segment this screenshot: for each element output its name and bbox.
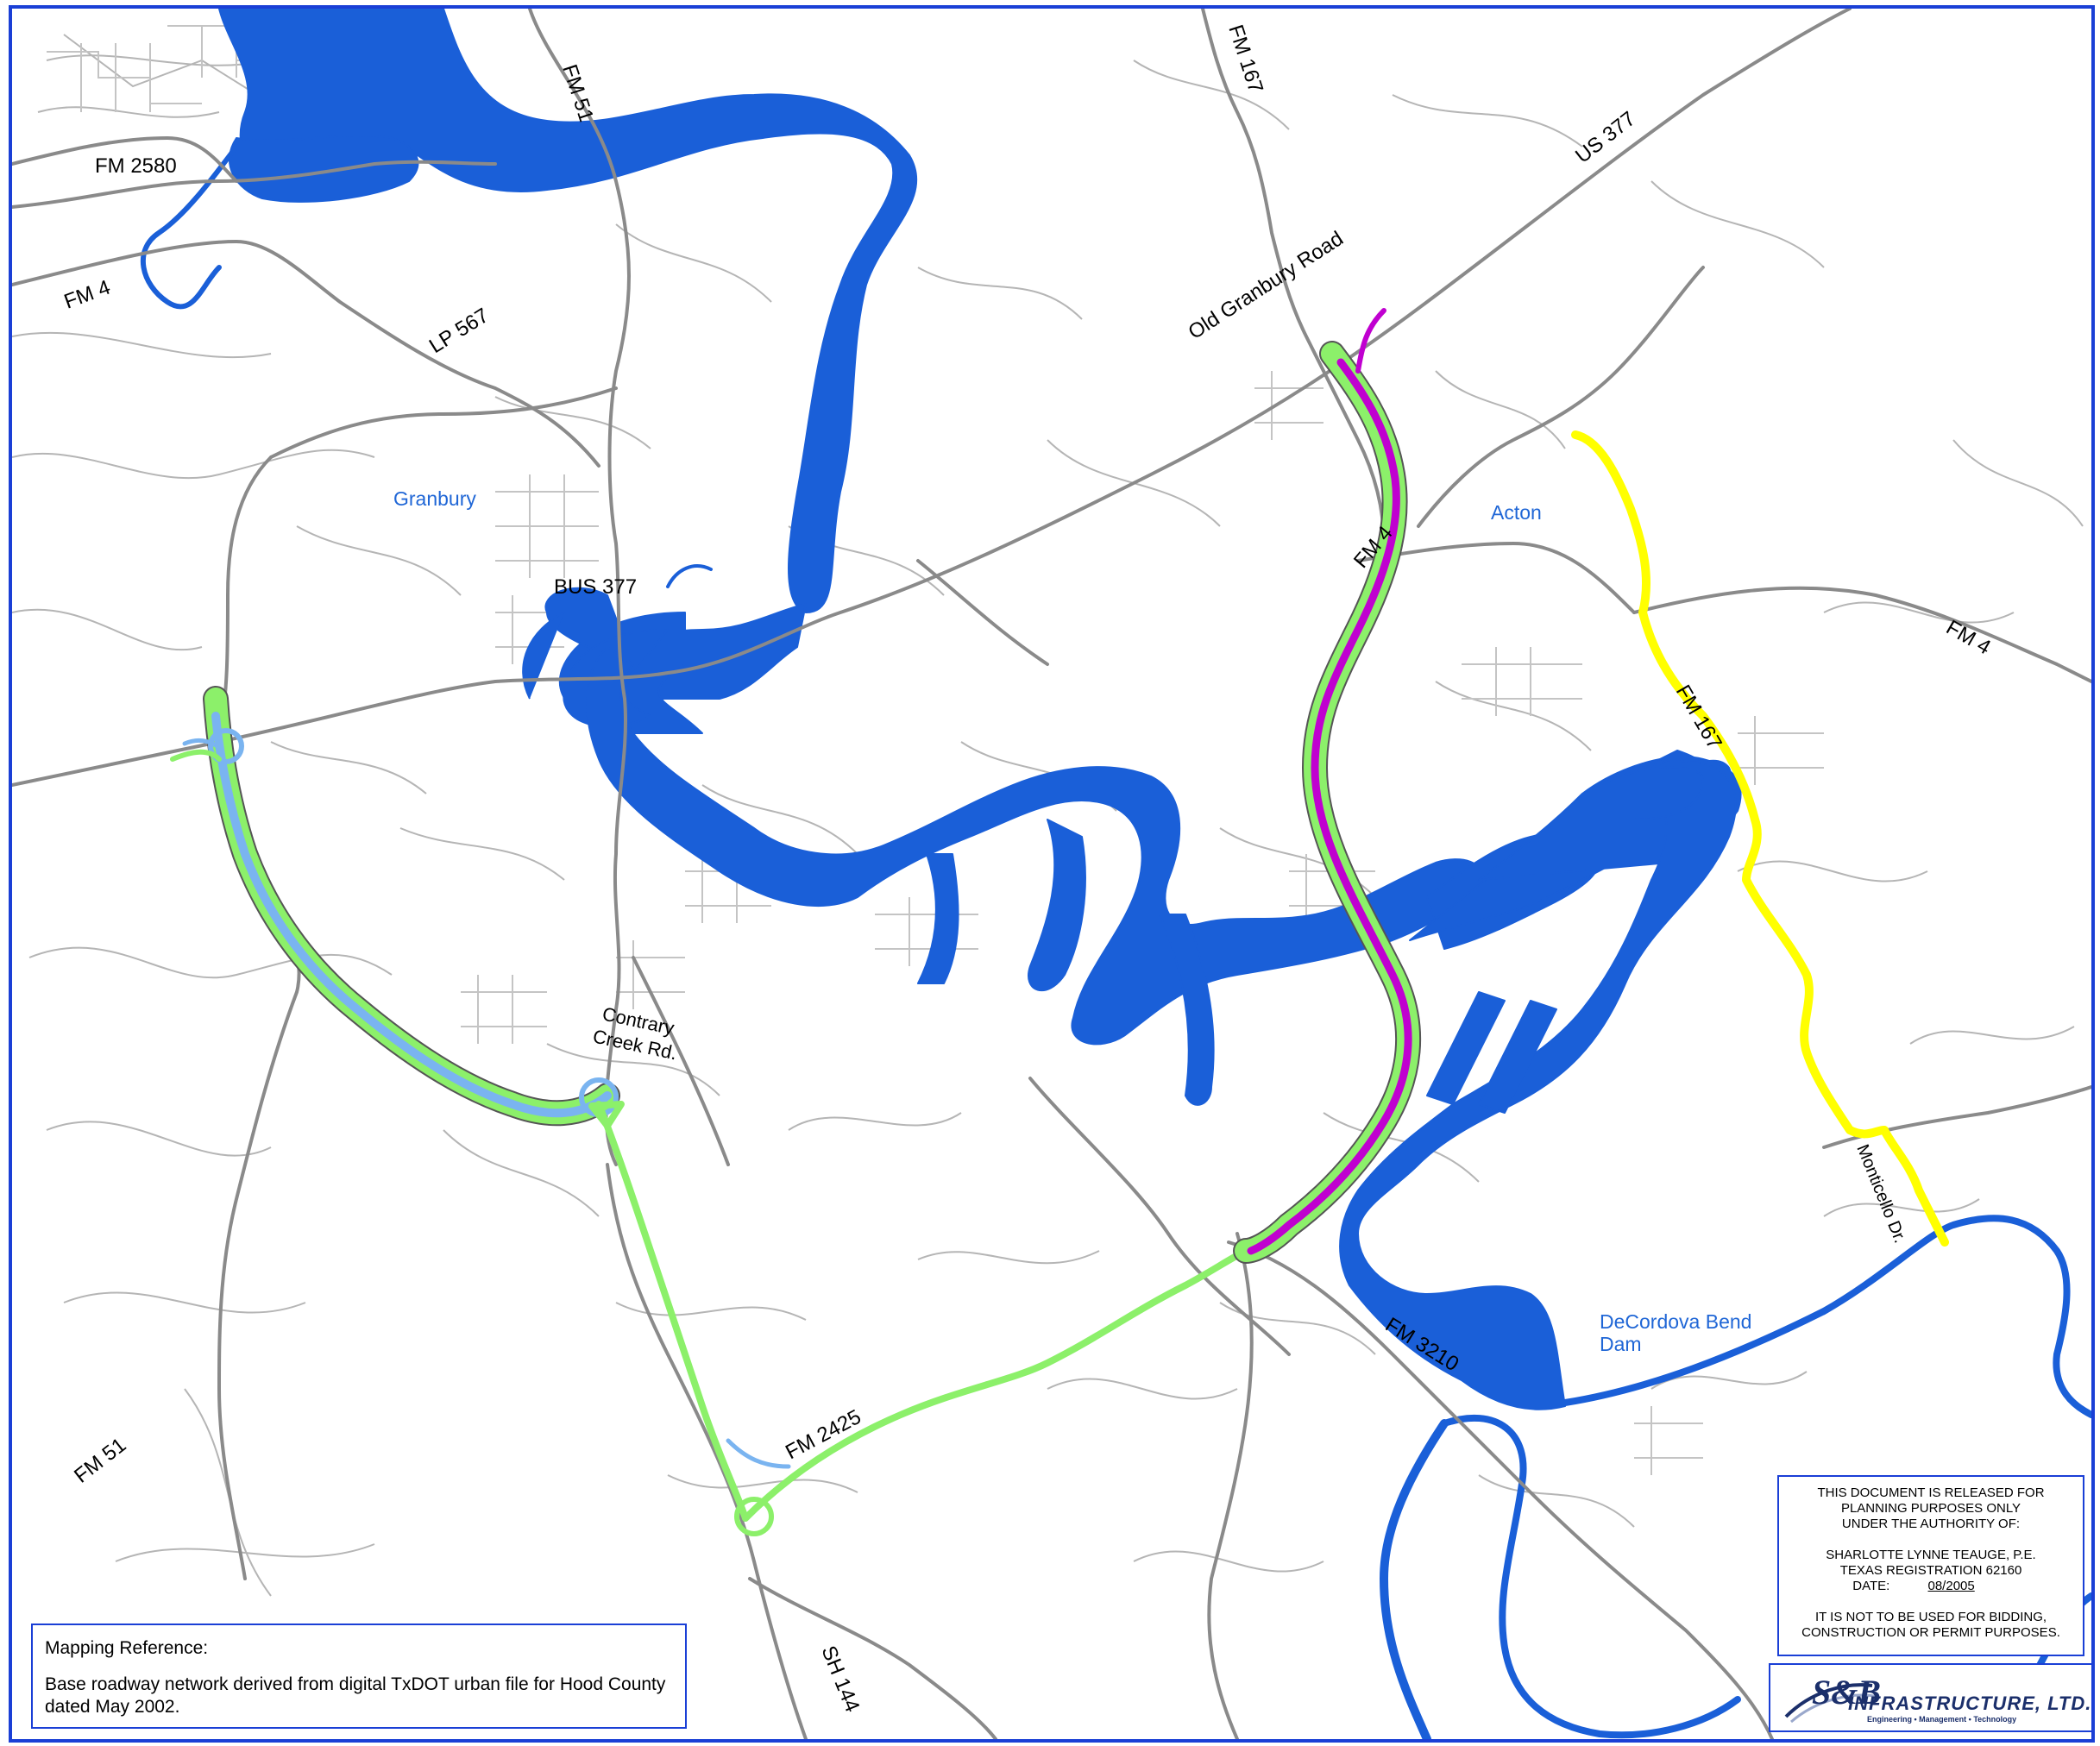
disclaimer-date: DATE: 08/2005 <box>1784 1579 2078 1594</box>
place-label-granbury: Granbury <box>393 487 476 510</box>
map-frame: FM 2580 FM 4 LP 567 FM 51 FM 167 US 377 … <box>9 5 2095 1743</box>
logo-infrastructure: INFRASTRUCTURE, LTD. <box>1848 1693 2092 1714</box>
disclaimer-line1: THIS DOCUMENT IS RELEASED FOR <box>1817 1485 2045 1500</box>
brazos-river <box>141 144 2091 1739</box>
road-label-fm167-south: FM 167 <box>1671 681 1726 754</box>
road-label-fm2580: FM 2580 <box>95 154 177 178</box>
road-label-us377: US 377 <box>1571 107 1640 168</box>
road-label-old-granbury: Old Granbury Road <box>1185 227 1348 344</box>
mapping-reference-box: Mapping Reference: Base roadway network … <box>31 1624 687 1729</box>
disclaimer-line3: UNDER THE AUTHORITY OF: <box>1841 1517 2021 1531</box>
place-label-decordova-2: Dam <box>1600 1333 1642 1355</box>
disclaimer-line7: IT IS NOT TO BE USED FOR BIDDING, <box>1814 1610 2047 1624</box>
subdivision-streets <box>47 25 1824 1475</box>
road-label-bus377: BUS 377 <box>554 575 637 599</box>
road-label-fm4-west: FM 4 <box>61 276 114 314</box>
disclaimer-line8: CONSTRUCTION OR PERMIT PURPOSES. <box>1801 1625 2060 1640</box>
disclaimer-date-value: 08/2005 <box>1927 1579 1975 1593</box>
alignment-fm4-east[interactable] <box>1233 308 1422 1264</box>
disclaimer-date-label: DATE: <box>1852 1579 1890 1593</box>
road-label-fm51-north: FM 51 <box>557 62 598 125</box>
map-canvas[interactable]: FM 2580 FM 4 LP 567 FM 51 FM 167 US 377 … <box>12 9 2091 1739</box>
lake-granbury <box>218 9 1742 1410</box>
logo-sb: S&B <box>1812 1673 1882 1711</box>
place-label-decordova-1: DeCordova Bend <box>1600 1310 1751 1333</box>
company-logo: S&B INFRASTRUCTURE, LTD. Engineering • M… <box>1769 1663 2092 1732</box>
disclaimer-registration: TEXAS REGISTRATION 62160 <box>1839 1563 2022 1578</box>
mapping-reference-title: Mapping Reference: <box>45 1638 209 1658</box>
disclaimer-line2: PLANNING PURPOSES ONLY <box>1840 1501 2021 1516</box>
road-label-fm51-south: FM 51 <box>70 1434 130 1488</box>
alignment-west-loop[interactable] <box>170 686 620 1127</box>
place-label-acton: Acton <box>1491 501 1542 524</box>
logo-tagline: Engineering • Management • Technology <box>1867 1715 2017 1724</box>
logo-swoosh-icon <box>1784 1683 1875 1724</box>
disclaimer-engineer: SHARLOTTE LYNNE TEAUGE, P.E. <box>1826 1548 2036 1562</box>
alignment-fm167[interactable] <box>1571 430 1949 1247</box>
road-label-sh144: SH 144 <box>816 1642 864 1715</box>
road-label-fm167-north: FM 167 <box>1223 22 1267 97</box>
mapping-reference-line2: dated May 2002. <box>45 1697 180 1717</box>
mapping-reference-line1: Base roadway network derived from digita… <box>45 1674 666 1694</box>
alignment-fm2425[interactable] <box>588 1101 1249 1536</box>
road-label-lp567: LP 567 <box>425 304 493 358</box>
place-labels: Granbury Acton DeCordova Bend Dam <box>393 487 1751 1355</box>
planning-disclaimer-box: THIS DOCUMENT IS RELEASED FOR PLANNING P… <box>1777 1475 2084 1656</box>
